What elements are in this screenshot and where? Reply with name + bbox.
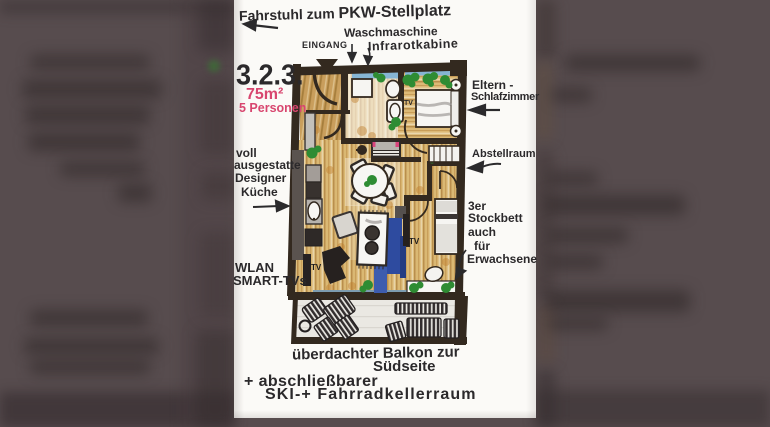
svg-text:TV: TV <box>409 237 420 246</box>
svg-text:TV: TV <box>404 100 413 107</box>
svg-text:TV: TV <box>311 263 322 272</box>
